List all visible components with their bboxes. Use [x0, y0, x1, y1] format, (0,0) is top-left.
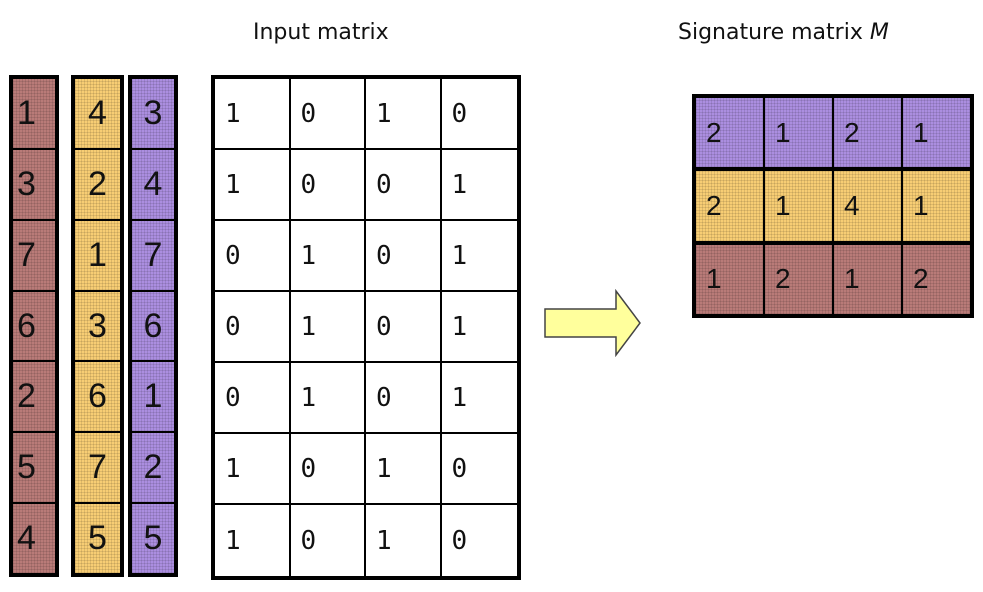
input-matrix-cell: 1	[215, 434, 291, 505]
permutation-cell: 2	[75, 149, 120, 219]
input-matrix-cell: 1	[290, 363, 366, 434]
input-matrix-cell: 1	[366, 434, 442, 505]
permutation-cell: 6	[13, 291, 55, 361]
permutation-cell: 2	[132, 433, 174, 503]
signature-cell: 1	[834, 244, 901, 314]
input-matrix-cell: 0	[291, 505, 366, 576]
input-matrix-cell: 0	[441, 79, 517, 150]
input-matrix-cell: 0	[366, 150, 442, 221]
signature-cell: 2	[696, 171, 763, 241]
input-matrix-cell: 0	[290, 79, 366, 150]
permutation-cell: 4	[75, 79, 120, 148]
input-matrix-cell: 1	[215, 505, 291, 576]
input-matrix-cell: 0	[441, 434, 517, 505]
permutation-cell: 7	[132, 220, 174, 290]
permutation-cell: 1	[132, 362, 174, 432]
input-matrix-cell: 1	[441, 221, 517, 292]
permutation-cell: 4	[132, 149, 174, 219]
signature-cell: 1	[903, 98, 970, 168]
signature-title-text: Signature matrix	[678, 20, 870, 45]
input-matrix-cell: 0	[215, 221, 291, 292]
input-matrix-cell: 1	[441, 150, 517, 221]
permutation-cell: 5	[132, 504, 174, 574]
input-matrix-cell: 0	[290, 150, 366, 221]
right-arrow-icon	[544, 289, 641, 357]
input-matrix-cell: 0	[451, 525, 468, 556]
signature-cell: 1	[765, 98, 832, 168]
permutation-cell: 4	[13, 504, 55, 574]
signature-matrix-title: Signature matrix M	[678, 20, 889, 45]
input-matrix-cell: 1	[366, 505, 442, 576]
permutation-cell: 3	[132, 79, 174, 148]
input-matrix-cell: 1	[215, 79, 291, 150]
input-matrix-cell: 0	[366, 221, 442, 292]
permutation-cell: 6	[75, 362, 120, 432]
signature-cell: 1	[765, 171, 832, 241]
input-matrix-cell: 0	[290, 434, 366, 505]
permutation-cell: 7	[13, 220, 55, 290]
signature-cell: 1	[903, 171, 970, 241]
input-matrix-cell: 0	[215, 363, 291, 434]
input-matrix-cell: 0	[366, 363, 442, 434]
input-matrix-cell: 0	[366, 292, 442, 363]
signature-cell: 4	[834, 171, 901, 241]
signature-cell: 2	[765, 244, 832, 314]
signature-cell: 2	[696, 98, 763, 168]
input-matrix-cell: 1	[215, 150, 291, 221]
signature-cell: 2	[903, 244, 970, 314]
permutation-cell: 3	[13, 149, 55, 219]
input-matrix-title: Input matrix	[253, 20, 389, 45]
input-matrix-cell: 1	[290, 292, 366, 363]
permutation-cell: 3	[75, 291, 120, 361]
signature-cell: 1	[696, 244, 763, 314]
permutation-cell: 6	[132, 291, 174, 361]
permutation-cell: 1	[75, 220, 120, 290]
input-matrix-cell: 1	[441, 292, 517, 363]
permutation-cell: 2	[13, 362, 55, 432]
signature-cell: 2	[834, 98, 901, 168]
permutation-cell: 5	[75, 504, 120, 574]
input-matrix-cell: 1	[366, 79, 442, 150]
input-matrix-cell: 1	[290, 221, 366, 292]
permutation-cell: 7	[75, 433, 120, 503]
signature-title-variable: M	[869, 20, 889, 45]
input-matrix-cell: 0	[215, 292, 291, 363]
input-matrix-cell: 1	[441, 363, 517, 434]
permutation-cell: 1	[13, 79, 55, 148]
permutation-cell: 5	[13, 433, 55, 503]
